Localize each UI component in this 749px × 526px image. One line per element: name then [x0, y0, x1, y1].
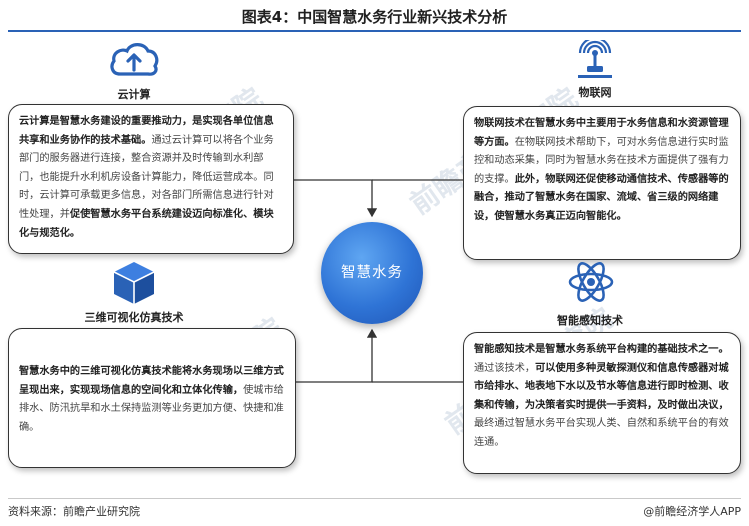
connector-viz: [296, 328, 378, 383]
cloud-desc-0: 云计算是智慧水务建设的重要推动力，是实现各单位信息共享和业务协作的技术基础。: [19, 116, 274, 146]
source-text: 资料来源：前瞻产业研究院: [8, 505, 140, 518]
viz-desc-0: 智慧水务中的三维可视化仿真技术能将水务现场以三维方式呈现出来，实现现场信息的空间…: [19, 366, 284, 396]
cloud-desc-1: 通过云计算可以将各个业务部门的服务器进行连接，整合资源并及时传输到水利部门，也能…: [19, 134, 274, 220]
broadcast-antenna-icon: [574, 36, 616, 86]
iot-desc-0: 物联网技术在智慧水务中主要用于水务信息和水资源管理等方面。: [474, 118, 729, 148]
connector-cloud: [294, 179, 378, 218]
cloud-label: 云计算: [117, 88, 151, 101]
iot-desc-2: 此外，物联网还促使移动通信技术、传感器等的融合，推动了智慧水务在国家、流域、省三…: [474, 173, 729, 222]
sense-desc-3: 最终通过智慧水务平台实现人类、自然和系统平台的有效连通。: [474, 418, 729, 448]
footer-divider: [8, 498, 741, 499]
sense-desc-1: 通过该技术，: [474, 362, 536, 374]
cube-icon: [110, 258, 158, 310]
viz-desc-1: 使城市给排水、防汛抗旱和水土保持监测等业务更加方便、快捷和准确。: [19, 384, 284, 433]
sense-desc-0: 智能感知技术是智慧水务系统平台构建的基础技术之一。: [474, 344, 729, 355]
cloud-upload-icon: [108, 40, 160, 86]
page-title: 图表4：中国智慧水务行业新兴技术分析: [241, 8, 508, 26]
cloud-text-box: 云计算是智慧水务建设的重要推动力，是实现各单位信息共享和业务协作的技术基础。通过…: [8, 104, 294, 254]
hub-label: 智慧水务: [341, 265, 403, 281]
brand-text: @前瞻经济学人APP: [643, 505, 741, 518]
iot-label: 物联网: [578, 86, 612, 99]
viz-label: 三维可视化仿真技术: [84, 311, 184, 324]
atom-icon: [567, 258, 615, 310]
title-divider: [8, 30, 741, 32]
sense-label: 智能感知技术: [557, 314, 623, 327]
iot-desc-1: 在物联网技术帮助下，可对水务信息进行实时监控和动态采集，同时为智慧水务在技术方面…: [474, 136, 729, 185]
iot-text-box: 物联网技术在智慧水务中主要用于水务信息和水资源管理等方面。在物联网技术帮助下，可…: [463, 106, 741, 260]
viz-text-box: 智慧水务中的三维可视化仿真技术能将水务现场以三维方式呈现出来，实现现场信息的空间…: [8, 328, 296, 468]
hub-circle: 智慧水务: [321, 222, 423, 324]
sense-text-box: 智能感知技术是智慧水务系统平台构建的基础技术之一。通过该技术，可以使用多种灵敏探…: [463, 332, 741, 474]
sense-desc-2: 可以使用多种灵敏探测仪和信息传感器对城市给排水、地表地下水以及节水等信息进行即时…: [474, 362, 729, 411]
cloud-desc-2: 促使智慧水务平台系统建设迈向标准化、模块化与规范化。: [19, 208, 274, 239]
